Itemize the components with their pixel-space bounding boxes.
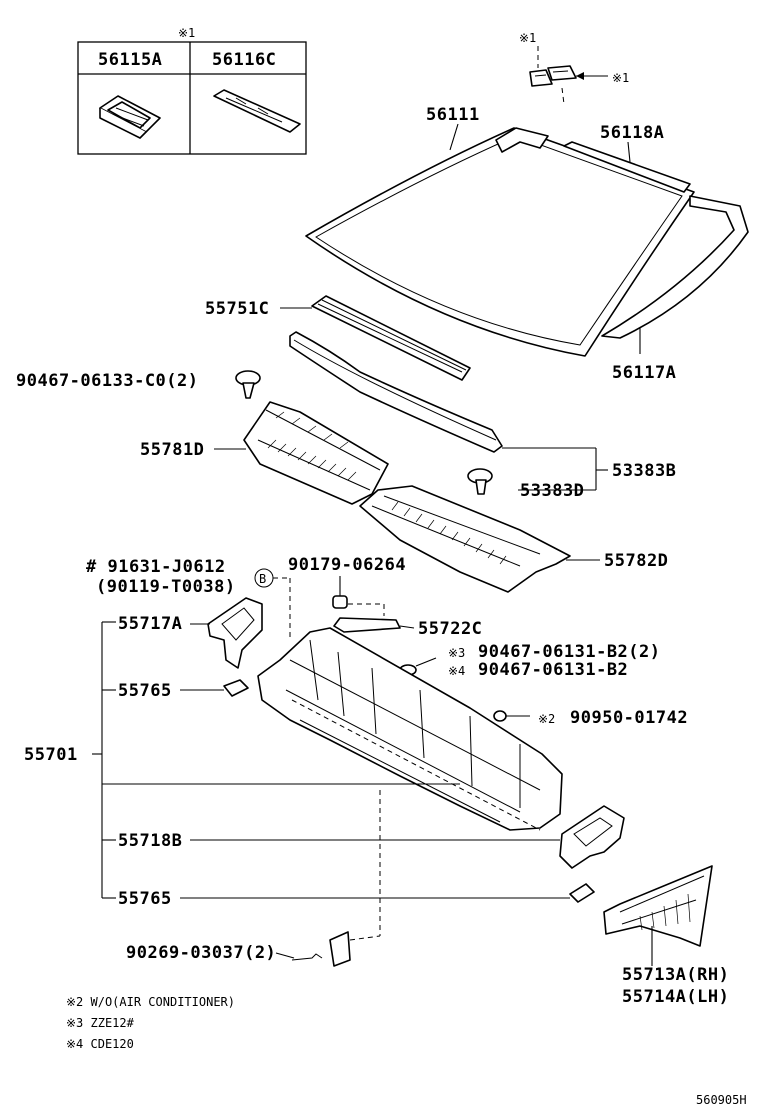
label-55718B: 55718B [118,831,182,851]
seal-55751C: 55751C [205,295,471,381]
cowl-louver-55781D: 55781D [140,401,389,505]
label-56117A: 56117A [612,363,676,383]
windshield-glass-56111: 56111 [305,105,695,357]
label-55765-a: 55765 [118,681,172,701]
screw-90269-03037: 90269-03037(2) [126,790,381,967]
label-55782D: 55782D [604,551,668,571]
notes: ※2 W/O(AIR CONDITIONER) ※3 ZZE12# ※4 CDE… [66,995,235,1051]
label-90467-06131-B2: 90467-06131-B2 [478,660,628,680]
label-91631-J0612: # 91631-J0612 [86,557,226,577]
group-bracket-55701: 55701 [24,621,460,899]
bracket-55722C: 55722C [333,617,482,639]
clip-56116C-drawing [213,89,301,133]
label-90950-01742: 90950-01742 [570,708,688,728]
label-90179-06264: 90179-06264 [288,555,406,575]
label-55701: 55701 [24,745,78,765]
label-90467-06133-C0: 90467-06133-C0(2) [16,371,199,391]
inset-table: ※1 56115A 56116C [77,26,307,155]
cowl-louver-55782D: 55782D [359,485,668,593]
mark-2: ※2 [538,712,555,726]
label-55722C: 55722C [418,619,482,639]
note-2: ※2 W/O(AIR CONDITIONER) [66,995,235,1009]
mark-arrow: ※1 [612,71,629,85]
mark-3: ※3 [448,646,465,660]
label-53383B: 53383B [612,461,676,481]
label-55781D: 55781D [140,440,204,460]
nut-90179-06264: 90179-06264 [288,555,406,616]
moulding-56117A: 56117A [495,127,749,383]
label-53383D: 53383D [520,481,584,501]
seal-53383B: 53383B [289,331,676,491]
label-90119-T0038: (90119-T0038) [96,577,236,597]
label-55717A: 55717A [118,614,182,634]
pad-55765-a: 55765 [118,679,249,701]
moulding-56118A: 56118A [563,123,691,193]
mark-top: ※1 [519,31,536,45]
inset-col-56115A: 56115A [98,50,162,70]
label-90467-06131-B2-2: 90467-06131-B2(2) [478,642,661,662]
bolt-91631-J0612: # 91631-J0612 (90119-T0038) B [86,557,291,640]
note-4: ※4 CDE120 [66,1037,134,1051]
inset-mark: ※1 [178,26,195,40]
inset-col-56116C: 56116C [212,50,276,70]
diagram-code: 560905H [696,1093,747,1107]
bracket-55717A: 55717A [118,597,263,669]
clip-90467-06131-B2: ※3 90467-06131-B2(2) ※4 90467-06131-B2 [399,642,661,685]
circle-b: B [259,572,266,586]
clip-group-top: ※1 ※1 [519,31,629,105]
note-3: ※3 ZZE12# [66,1016,135,1030]
clip-56115A-drawing [99,95,161,139]
panel-55713A: 55713A(RH) 55714A(LH) [603,865,729,1007]
label-55765-b: 55765 [118,889,172,909]
label-55713A: 55713A(RH) [622,965,729,985]
mark-4: ※4 [448,664,465,678]
label-55714A: 55714A(LH) [622,987,729,1007]
clip-90950-01742: ※2 90950-01742 [493,708,688,728]
label-55751C: 55751C [205,299,269,319]
clip-90467-06133-C0: 90467-06133-C0(2) [16,370,261,399]
bracket-55718B: 55718B [118,805,625,869]
cowl-panel-55701 [257,627,563,831]
label-56118A: 56118A [600,123,664,143]
label-56111: 56111 [426,105,480,125]
clip-53383D: 53383D [467,468,584,501]
pad-55765-b: 55765 [118,883,595,909]
label-90269-03037: 90269-03037(2) [126,943,276,963]
